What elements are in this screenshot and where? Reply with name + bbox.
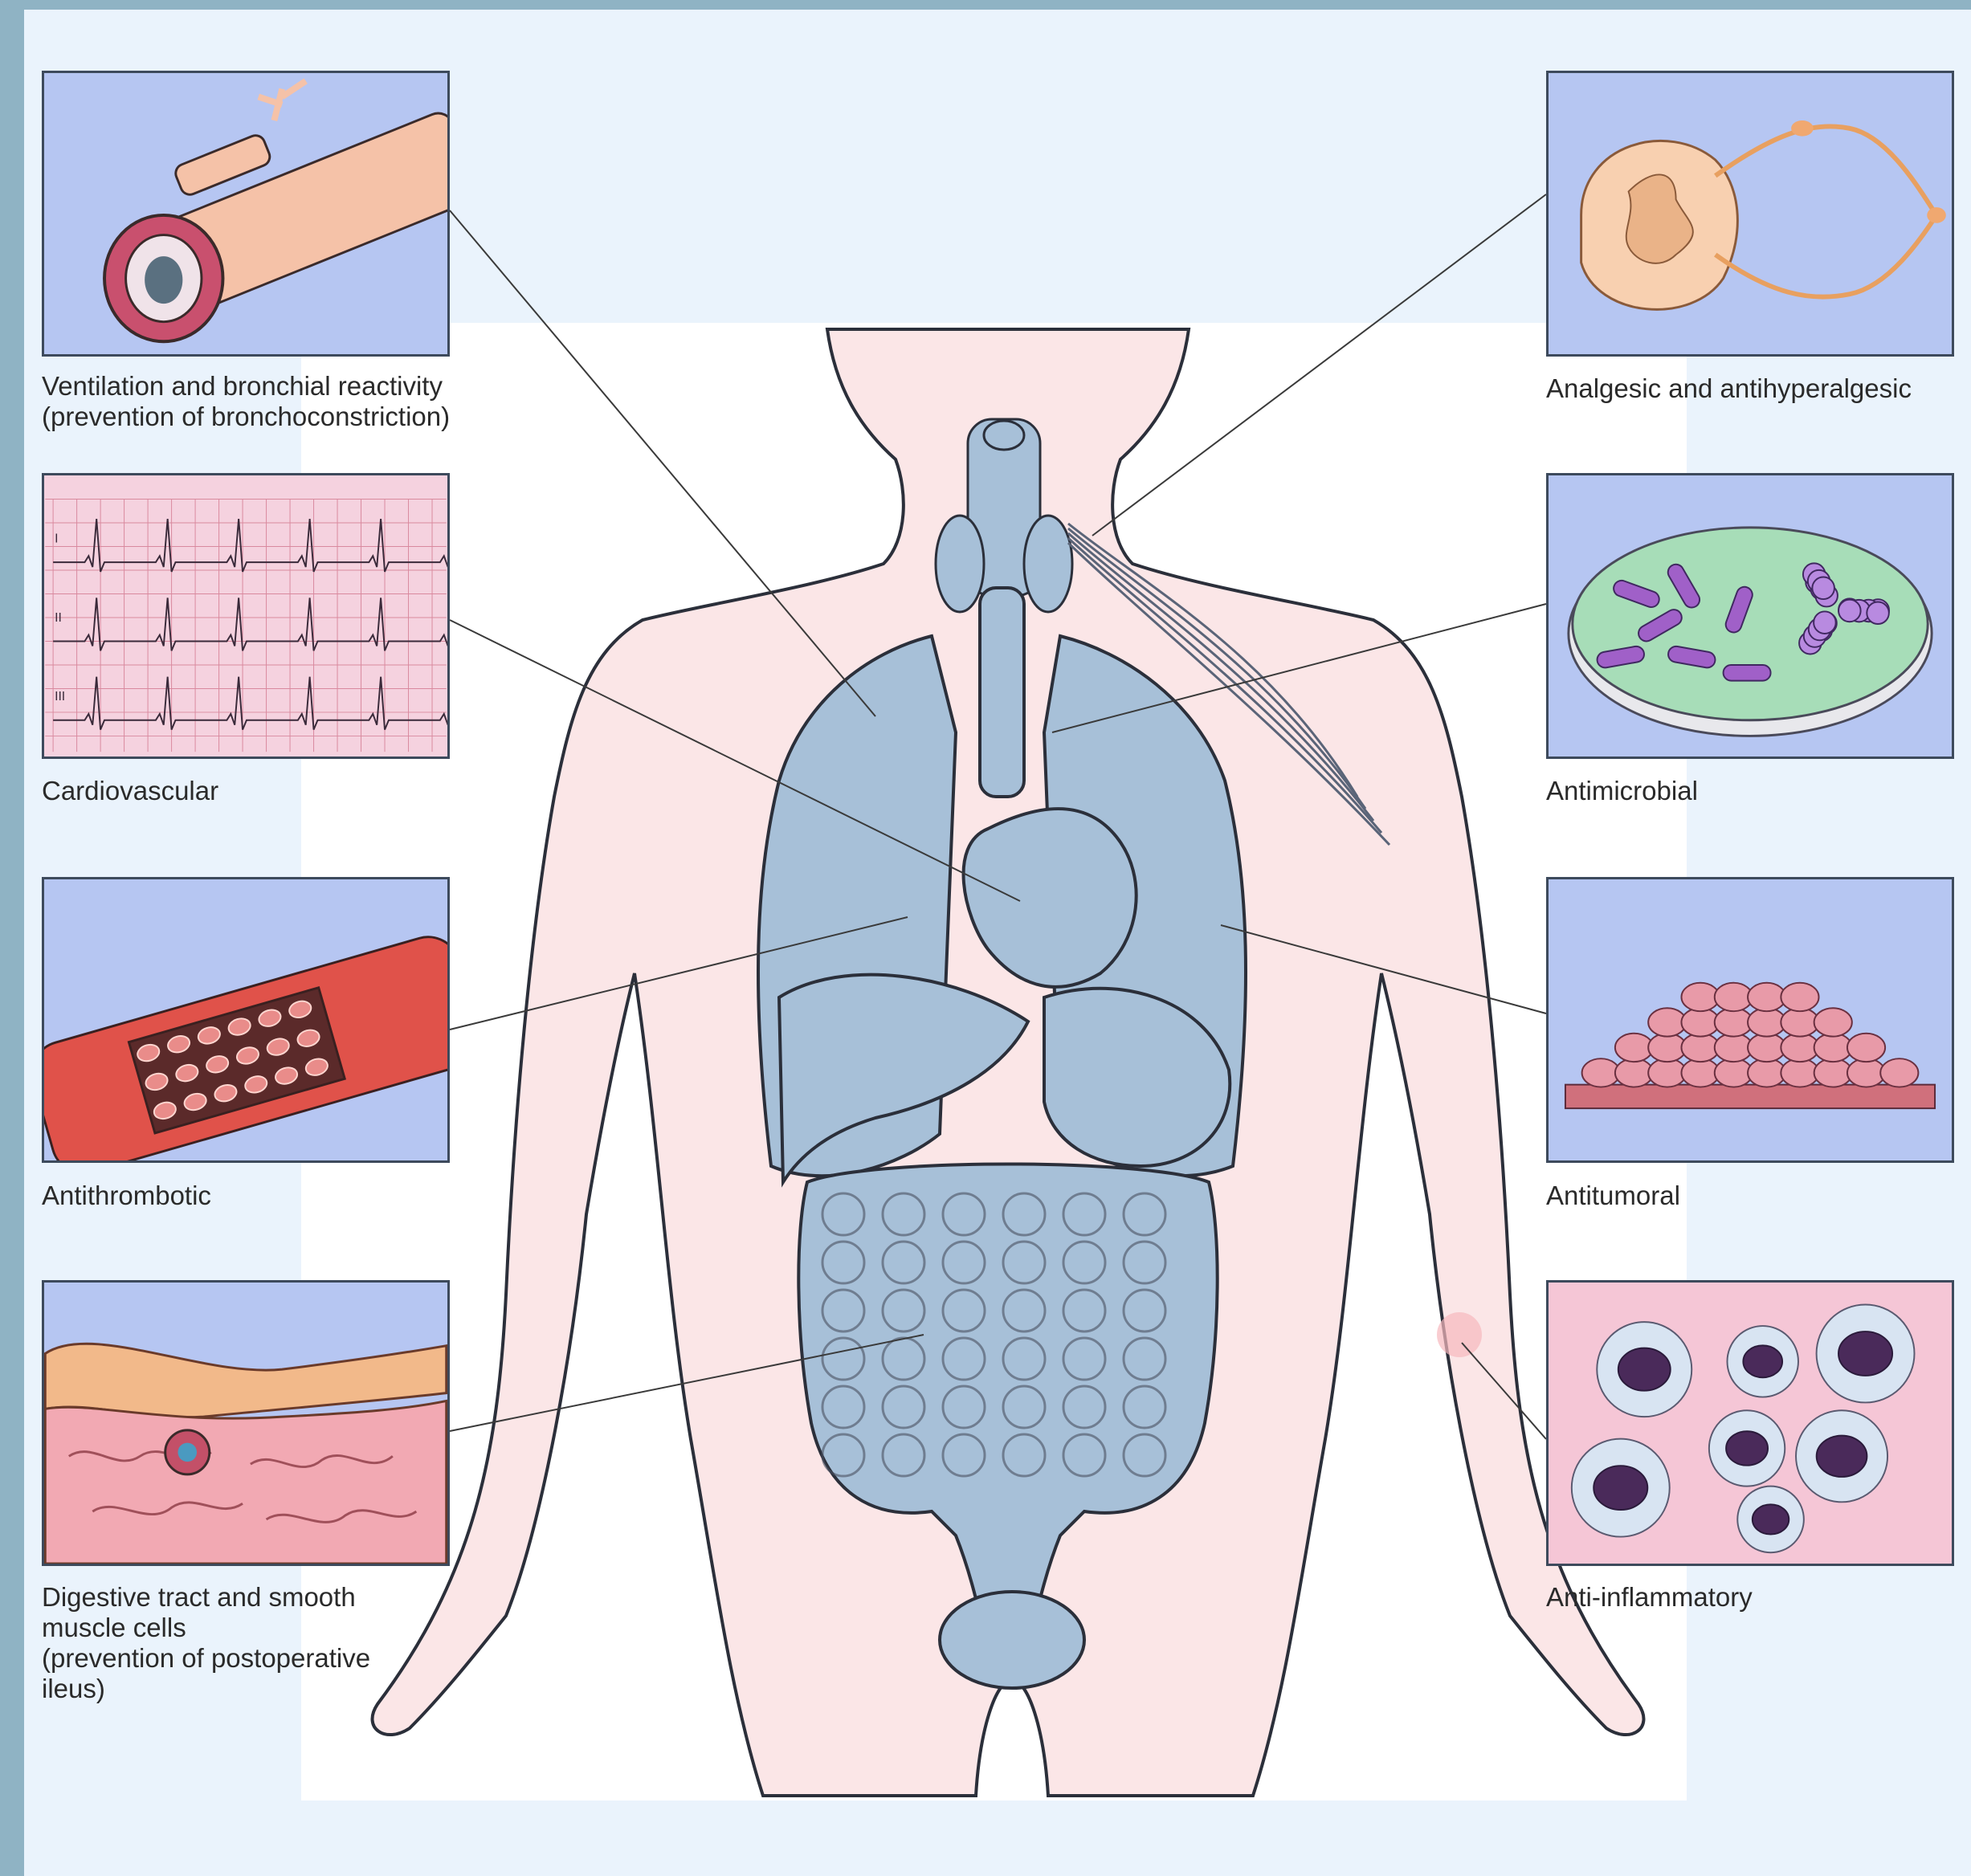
ecg-lead-label: II [55, 611, 62, 625]
caption-digestive: Digestive tract and smooth muscle cells … [42, 1582, 370, 1704]
panel-antiinflammatory [1546, 1280, 1954, 1566]
trachea [980, 588, 1024, 797]
caption-antimicrobial: Antimicrobial [1546, 776, 1698, 806]
panel-antimicrobial [1546, 473, 1954, 759]
petri-dish-illustration [1549, 475, 1952, 757]
ecg-lead-label: I [55, 532, 58, 546]
panel-digestive [42, 1280, 450, 1566]
tumor-cells-illustration [1549, 879, 1952, 1160]
caption-antitumoral: Antitumoral [1546, 1181, 1680, 1211]
inflammation-spot [1437, 1312, 1482, 1357]
ecg-lead-label: III [55, 690, 65, 704]
diagram-canvas: Ventilation and bronchial reactivity (pr… [24, 10, 1971, 1876]
caption-antiinflammatory: Anti-inflammatory [1546, 1582, 1753, 1613]
caption-analgesic: Analgesic and antihyperalgesic [1546, 373, 1912, 404]
bladder [940, 1592, 1084, 1688]
caption-ventilation: Ventilation and bronchial reactivity (pr… [42, 371, 450, 432]
panel-analgesic [1546, 71, 1954, 357]
panel-antithrombotic [42, 877, 450, 1163]
caption-cardiovascular: Cardiovascular [42, 776, 218, 806]
intestine-illustration [44, 1283, 447, 1564]
panel-ventilation [42, 71, 450, 357]
bronchus-illustration [44, 73, 447, 354]
spinal-cord-illustration [1549, 73, 1952, 354]
panel-antitumoral [1546, 877, 1954, 1163]
blood-vessel-illustration [44, 879, 447, 1160]
caption-antithrombotic: Antithrombotic [42, 1181, 211, 1211]
immune-cells-illustration [1549, 1283, 1952, 1564]
